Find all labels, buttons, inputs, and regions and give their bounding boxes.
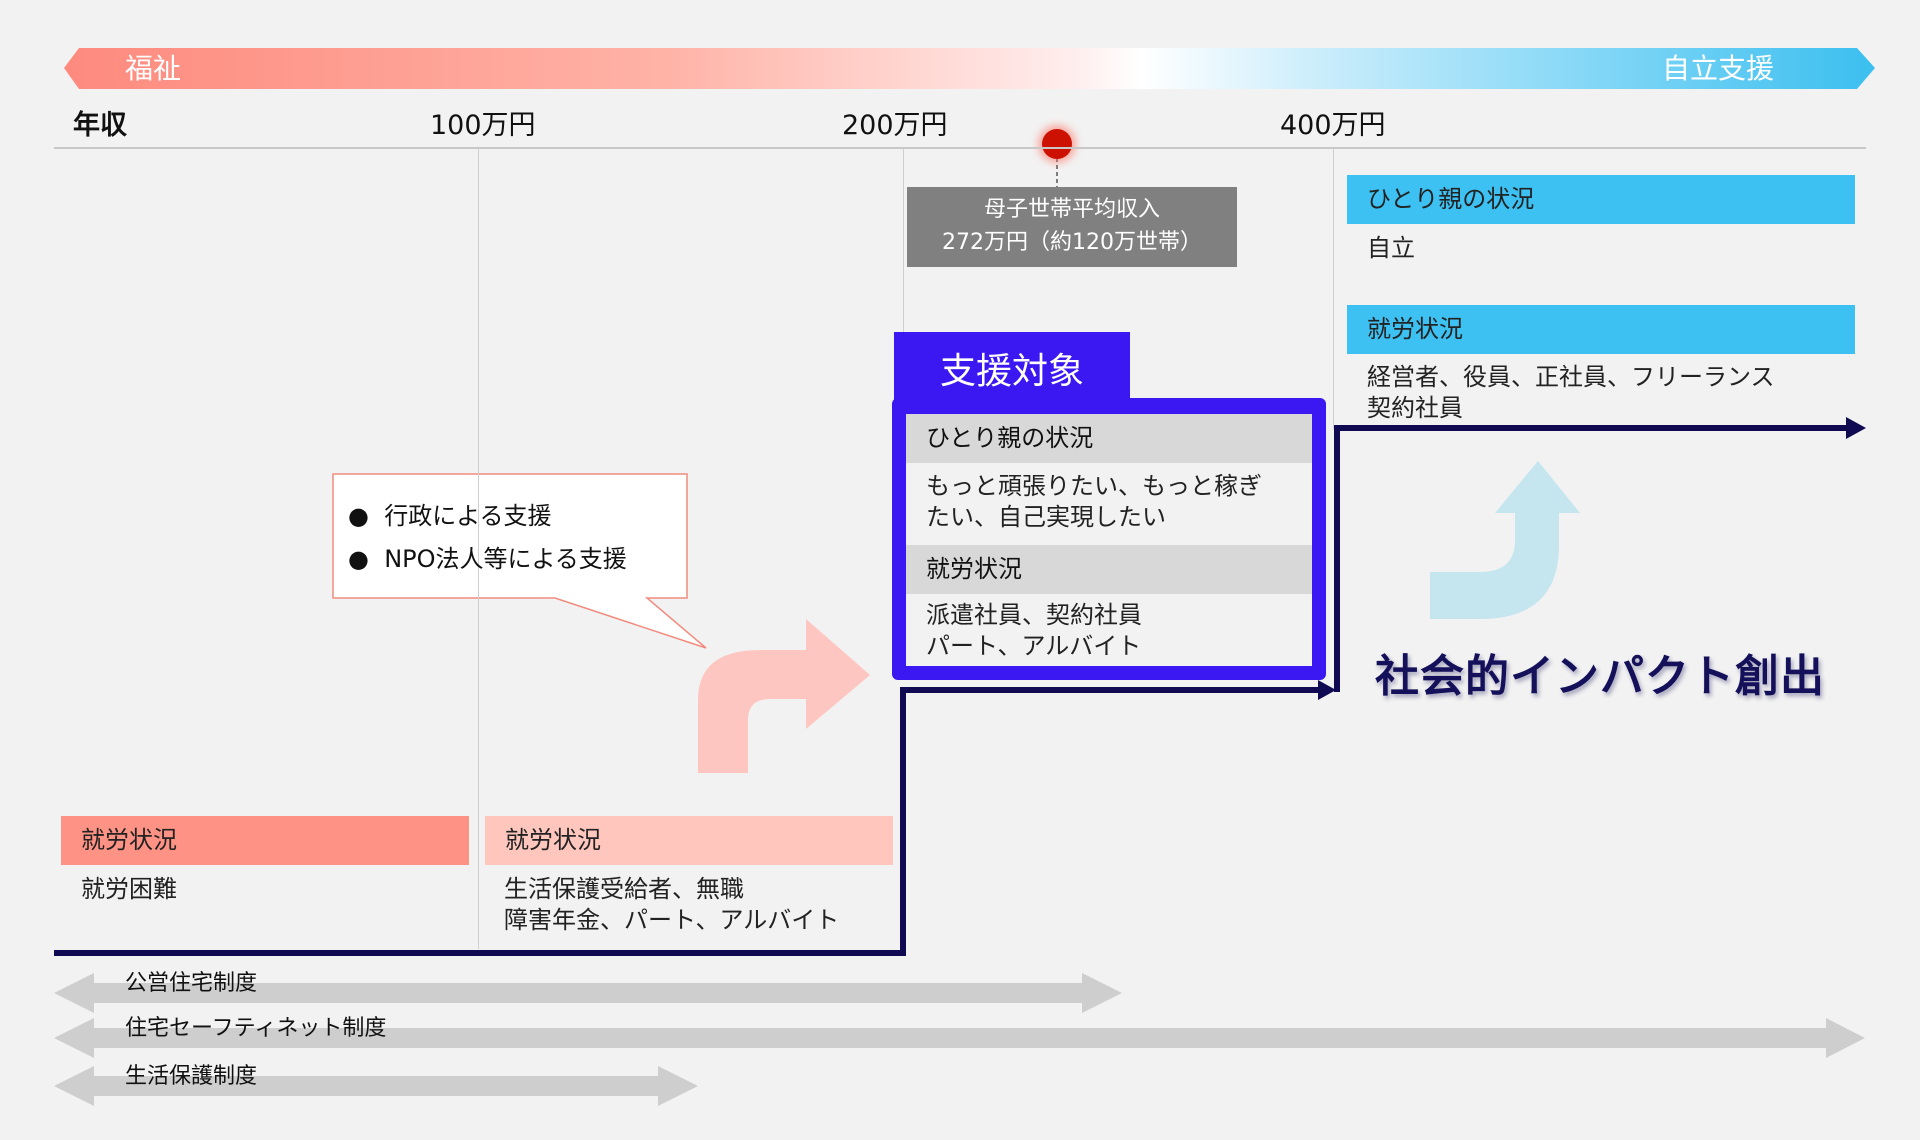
tick-100: 100万円: [430, 110, 536, 141]
system-arrow-public-housing: [54, 973, 1122, 1013]
stage4-section2-body: 経営者、役員、正社員、フリーランス 契約社員: [1367, 363, 1775, 422]
callout-list: ● 行政による支援 ● NPO法人等による支援: [348, 495, 627, 581]
social-impact-label: 社会的インパクト創出: [1375, 651, 1825, 702]
callout-item: ● NPO法人等による支援: [348, 545, 627, 573]
stage4-section1-header: ひとり親の状況: [1347, 175, 1855, 224]
support-target-panel: ひとり親の状況 もっと頑張りたい、もっと稼ぎ たい、自己実現したい 就労状況 派…: [906, 414, 1312, 666]
average-income-line2: 272万円（約120万世帯）: [942, 230, 1202, 255]
welfare-to-independence-band: [64, 48, 1875, 89]
support-section1-body: もっと頑張りたい、もっと稼ぎ たい、自己実現したい: [926, 472, 1262, 531]
blue-curved-arrow-icon: [1430, 461, 1580, 619]
stage1-body: 就労困難: [81, 875, 177, 903]
income-step-line: [54, 687, 1320, 956]
support-section2-body: 派遣社員、契約社員 パート、アルバイト: [926, 601, 1142, 660]
stage2-header: 就労状況: [485, 816, 893, 865]
system-label-public-housing: 公営住宅制度: [125, 971, 258, 996]
system-arrow-safety-net: [54, 1018, 1865, 1058]
support-section1-header: ひとり親の状況: [906, 414, 1312, 463]
tick-400: 400万円: [1280, 110, 1386, 141]
axis-rule: [54, 147, 1866, 149]
system-label-safety-net: 住宅セーフティネット制度: [125, 1016, 387, 1041]
stage1-header: 就労状況: [61, 816, 469, 865]
callout-item: ● 行政による支援: [348, 502, 552, 530]
stage4-section1-body: 自立: [1367, 234, 1415, 262]
average-income-line1: 母子世帯平均収入: [983, 197, 1160, 222]
average-income-dot: [1042, 129, 1072, 159]
gridline-400: [1333, 149, 1334, 429]
bullet-icon: ●: [348, 502, 385, 530]
bullet-icon: ●: [348, 545, 385, 573]
stage2-body: 生活保護受給者、無職 障害年金、パート、アルバイト: [504, 875, 840, 934]
support-section2-header: 就労状況: [906, 545, 1312, 594]
gridline-100: [478, 149, 479, 949]
average-income-box: 母子世帯平均収入 272万円（約120万世帯）: [907, 187, 1237, 267]
stage4-section2-header: 就労状況: [1347, 305, 1855, 354]
pink-curved-arrow-icon: [698, 619, 870, 773]
annual-income-title: 年収: [73, 110, 127, 141]
tick-200: 200万円: [842, 110, 948, 141]
system-label-welfare: 生活保護制度: [125, 1064, 258, 1089]
welfare-label: 福祉: [125, 52, 182, 85]
callout-bubble: [332, 473, 707, 649]
support-target-tab: 支援対象: [894, 332, 1130, 402]
system-arrow-welfare: [54, 1066, 698, 1106]
independence-support-label: 自立支援: [1662, 52, 1775, 85]
gridline-200: [903, 149, 904, 339]
